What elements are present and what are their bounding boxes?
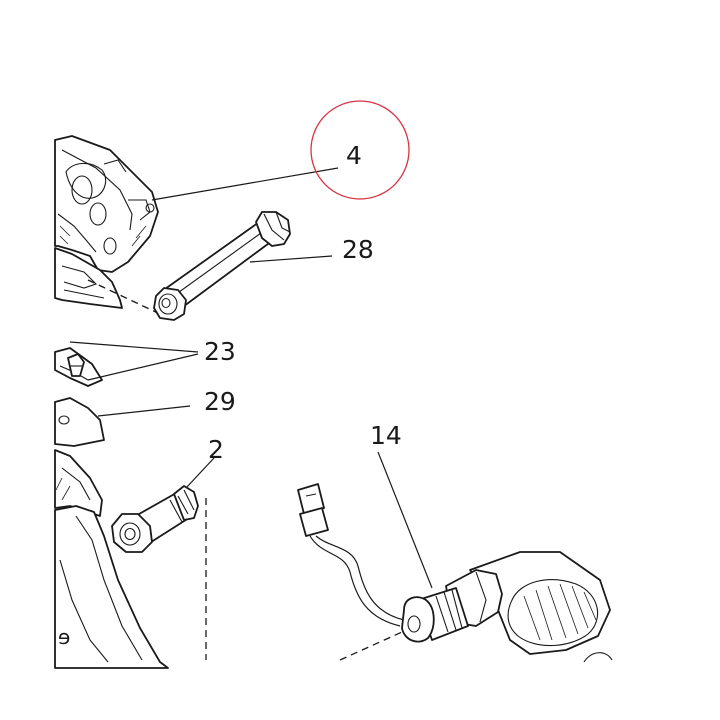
part-29-plate bbox=[54, 397, 105, 447]
callout-23: 23 bbox=[204, 337, 236, 366]
part-14-turn-signal bbox=[297, 483, 613, 663]
leader-line-23b bbox=[87, 353, 199, 381]
leader-line-4 bbox=[151, 167, 339, 201]
part-23-clip bbox=[54, 347, 103, 387]
axis-line-top bbox=[87, 279, 161, 315]
part-4-bracket bbox=[54, 135, 159, 309]
callout-2: 2 bbox=[208, 435, 224, 464]
callout-29: 29 bbox=[204, 387, 236, 416]
leader-line-14 bbox=[377, 451, 433, 589]
leader-line-28 bbox=[249, 255, 333, 263]
leader-line-23a bbox=[69, 341, 199, 353]
part-28-bolt bbox=[153, 211, 291, 321]
callout-28: 28 bbox=[342, 235, 374, 264]
leader-line-2 bbox=[185, 457, 215, 489]
part-2-short-bolt bbox=[111, 485, 199, 553]
lower-frame bbox=[54, 449, 169, 669]
leader-line-29 bbox=[97, 405, 191, 417]
highlight-circle bbox=[310, 100, 410, 200]
callout-14: 14 bbox=[370, 421, 402, 450]
callout-4: 4 bbox=[346, 141, 362, 170]
axis-line-bottom bbox=[339, 631, 403, 661]
edge-fragment-text: ɘ bbox=[58, 625, 70, 649]
